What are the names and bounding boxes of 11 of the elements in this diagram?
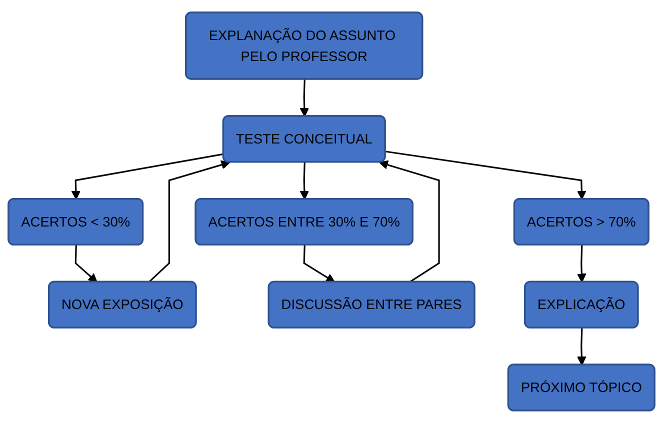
- arrow: [577, 244, 586, 282]
- arrow: [300, 162, 310, 200]
- arrow: [303, 244, 336, 282]
- arrow: [300, 79, 310, 116]
- arrow: [71, 152, 224, 200]
- arrow: [378, 160, 440, 282]
- arrow: [577, 328, 586, 366]
- arrow: [148, 160, 230, 282]
- arrow: [385, 150, 586, 200]
- flowchart: EXPLANAÇÃO DO ASSUNTO PELO PROFESSOR TESTE CONCEITUAL ACERTOS < 30% ACERTOS ENTRE 30% E 70% ACERTOS > 70% NOVA EXPOSIÇÃO DISCUSSÃO ENTRE PARES EXPLICAÇÃO PRÓXIMO TÓPICO: [0, 4, 663, 418]
- arrow: [74, 244, 98, 282]
